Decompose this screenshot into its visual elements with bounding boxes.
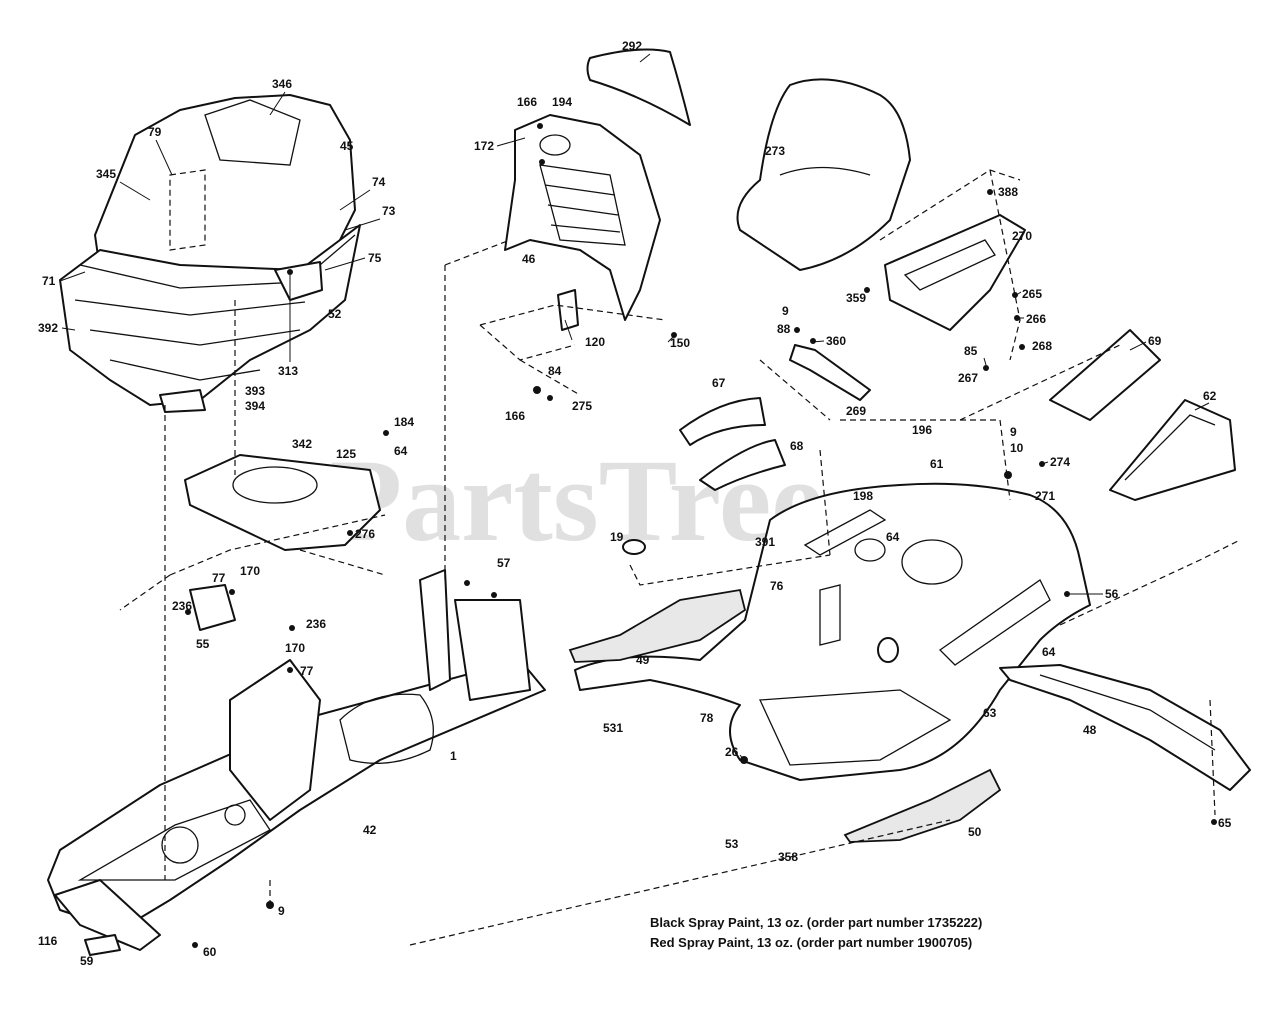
red-paint-note: Red Spray Paint, 13 oz. (order part numb… — [650, 935, 973, 950]
callout-53: 53 — [725, 837, 739, 851]
callout-63: 63 — [983, 706, 997, 720]
callout-150: 150 — [670, 336, 690, 350]
callout-270: 270 — [1012, 229, 1032, 243]
callout-73: 73 — [382, 204, 396, 218]
callout-269: 269 — [846, 404, 866, 418]
dash-panel — [504, 48, 691, 331]
callout-184: 184 — [394, 415, 414, 429]
callout-48: 48 — [1083, 723, 1097, 737]
callout-50: 50 — [968, 825, 982, 839]
assembly-lines — [119, 169, 1241, 946]
floor-panel — [184, 454, 381, 551]
callout-85: 85 — [964, 344, 978, 358]
callout-342: 342 — [292, 437, 312, 451]
callout-64-b: 64 — [886, 530, 900, 544]
callout-45: 45 — [340, 139, 354, 153]
fasteners — [185, 123, 1217, 948]
frame — [47, 569, 546, 956]
callout-19: 19 — [610, 530, 624, 544]
callout-84: 84 — [548, 364, 562, 378]
callout-358: 358 — [778, 850, 798, 864]
callout-10: 10 — [1010, 441, 1024, 455]
callout-60: 60 — [203, 945, 217, 959]
callout-120: 120 — [585, 335, 605, 349]
foot-mats — [568, 588, 1251, 843]
callout-67: 67 — [712, 376, 726, 390]
callout-198: 198 — [853, 489, 873, 503]
callout-116: 116 — [38, 934, 58, 948]
callout-273: 273 — [765, 144, 785, 158]
callout-531: 531 — [603, 721, 623, 735]
callout-56: 56 — [1105, 587, 1119, 601]
callout-274: 274 — [1050, 455, 1070, 469]
trim-pieces — [622, 397, 786, 555]
callout-42: 42 — [363, 823, 377, 837]
fender-body — [574, 482, 1091, 781]
callout-196: 196 — [912, 423, 932, 437]
callout-276: 276 — [355, 527, 375, 541]
callout-76: 76 — [770, 579, 784, 593]
callout-65: 65 — [1218, 816, 1232, 830]
callout-64: 64 — [394, 444, 408, 458]
callout-77-b: 77 — [300, 664, 314, 678]
callout-1: 1 — [450, 749, 457, 763]
callout-271: 271 — [1035, 489, 1055, 503]
seat — [736, 78, 1026, 331]
callout-55: 55 — [196, 637, 210, 651]
callout-57: 57 — [497, 556, 511, 570]
callout-170: 170 — [240, 564, 260, 578]
paint-notes: Black Spray Paint, 13 oz. (order part nu… — [650, 913, 982, 953]
callout-346: 346 — [272, 77, 292, 91]
black-paint-note: Black Spray Paint, 13 oz. (order part nu… — [650, 915, 983, 930]
callouts: 346 79 45 345 74 73 71 75 52 392 313 393… — [38, 39, 1232, 968]
callout-59: 59 — [80, 954, 94, 968]
callout-236-b: 236 — [306, 617, 326, 631]
callout-360: 360 — [826, 334, 846, 348]
callout-77: 77 — [212, 571, 226, 585]
callout-64-c: 64 — [1042, 645, 1056, 659]
callout-46: 46 — [522, 252, 536, 266]
callout-88: 88 — [777, 322, 791, 336]
callout-68: 68 — [790, 439, 804, 453]
callout-393: 393 — [245, 384, 265, 398]
callout-194: 194 — [552, 95, 572, 109]
callout-392: 392 — [38, 321, 58, 335]
callout-236: 236 — [172, 599, 192, 613]
callout-78: 78 — [700, 711, 714, 725]
callout-172: 172 — [474, 139, 494, 153]
callout-74: 74 — [372, 175, 386, 189]
callout-26: 26 — [725, 745, 739, 759]
seat-bracket — [789, 344, 871, 401]
callout-268: 268 — [1032, 339, 1052, 353]
callout-391: 391 — [755, 535, 775, 549]
callout-266: 266 — [1026, 312, 1046, 326]
callout-9-c: 9 — [278, 904, 285, 918]
callout-52: 52 — [328, 307, 342, 321]
callout-75: 75 — [368, 251, 382, 265]
callout-170-b: 170 — [285, 641, 305, 655]
callout-79: 79 — [148, 125, 162, 139]
callout-9-b: 9 — [1010, 425, 1017, 439]
callout-71: 71 — [42, 274, 56, 288]
callout-345: 345 — [96, 167, 116, 181]
callout-125: 125 — [336, 447, 356, 461]
callout-166-b: 166 — [505, 409, 525, 423]
callout-62: 62 — [1203, 389, 1217, 403]
callout-388: 388 — [998, 185, 1018, 199]
callout-275: 275 — [572, 399, 592, 413]
callout-9: 9 — [782, 304, 789, 318]
callout-166: 166 — [517, 95, 537, 109]
callout-394: 394 — [245, 399, 265, 413]
callout-69: 69 — [1148, 334, 1162, 348]
callout-267: 267 — [958, 371, 978, 385]
callout-359: 359 — [846, 291, 866, 305]
side-panels — [1049, 329, 1236, 501]
callout-292: 292 — [622, 39, 642, 53]
hood-assembly — [59, 94, 361, 413]
callout-265: 265 — [1022, 287, 1042, 301]
callout-49: 49 — [636, 653, 650, 667]
callout-61: 61 — [930, 457, 944, 471]
callout-313: 313 — [278, 364, 298, 378]
